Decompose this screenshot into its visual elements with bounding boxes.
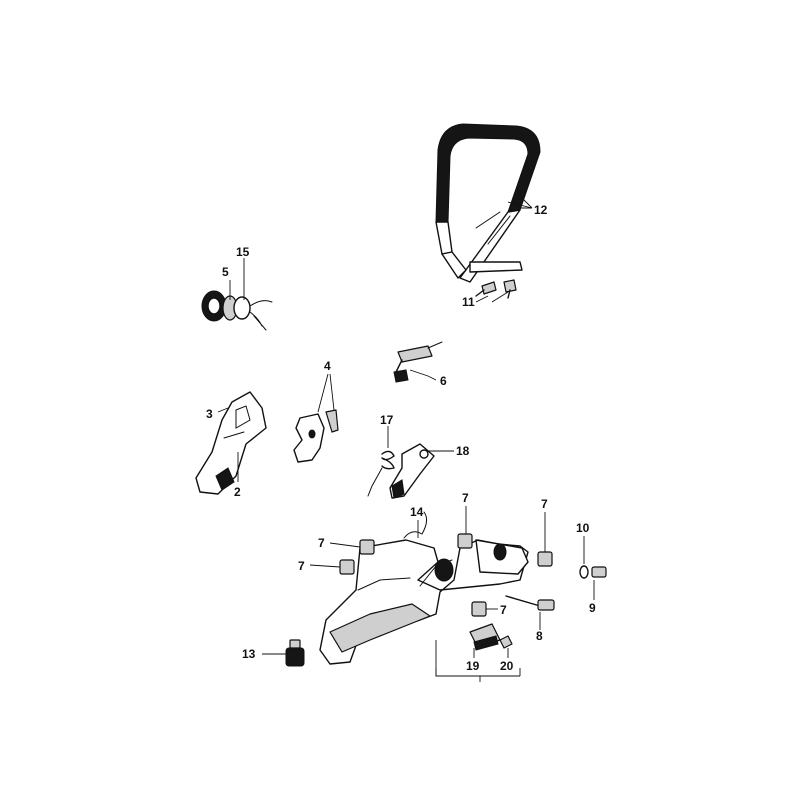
- label-19: 19: [466, 659, 480, 673]
- label-5: 5: [222, 265, 229, 279]
- brackets: [293, 409, 339, 463]
- label-7-d: 7: [541, 497, 548, 511]
- handle-screws: [475, 279, 517, 299]
- main-housing: [319, 511, 529, 665]
- label-11: 11: [462, 295, 475, 309]
- label-10: 10: [576, 521, 590, 535]
- bar-stud: [505, 595, 555, 611]
- label-4: 4: [324, 359, 331, 373]
- washer-screw: [579, 565, 607, 579]
- throttle-trigger: [389, 443, 435, 499]
- plug: [285, 639, 305, 667]
- label-17: 17: [380, 413, 394, 427]
- label-2: 2: [234, 485, 241, 499]
- label-9: 9: [589, 601, 596, 615]
- spring: [367, 450, 395, 497]
- front-handle-bar: [435, 123, 541, 283]
- label-7-c: 7: [462, 491, 469, 505]
- pulley-assembly: [201, 290, 273, 331]
- label-7-a: 7: [318, 536, 325, 550]
- label-20: 20: [500, 659, 514, 673]
- label-13: 13: [242, 647, 256, 661]
- label-14: 14: [410, 505, 424, 519]
- label-18: 18: [456, 444, 470, 458]
- label-8: 8: [536, 629, 543, 643]
- side-cover: [195, 391, 267, 495]
- label-7-e: 7: [500, 603, 507, 617]
- label-3: 3: [206, 407, 213, 421]
- label-7-b: 7: [298, 559, 305, 573]
- throttle-lock: [393, 341, 443, 383]
- chain-catcher: [469, 623, 513, 651]
- label-15: 15: [236, 245, 250, 259]
- label-6: 6: [440, 374, 447, 388]
- label-12: 12: [534, 203, 548, 217]
- bushings: [339, 533, 553, 617]
